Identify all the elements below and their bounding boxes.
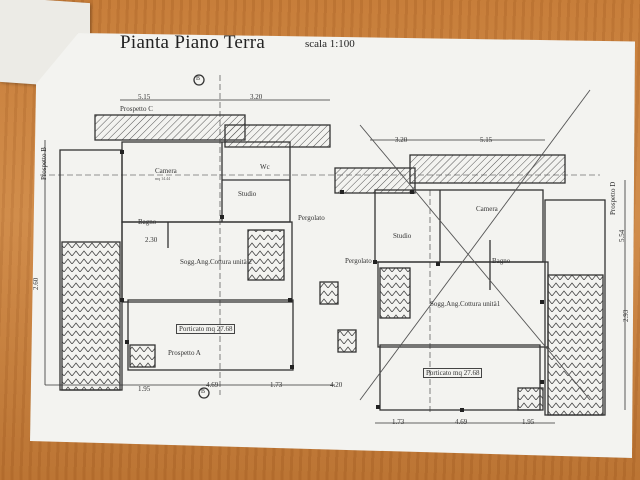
right-room-bath: Bagno xyxy=(492,257,511,265)
right-roof-hatch-2 xyxy=(409,154,566,184)
right-stair xyxy=(379,267,411,319)
left-room-study: Studio xyxy=(238,190,257,198)
left-dim-bot-c: 1.73 xyxy=(270,381,283,389)
left-roof-hatch-2 xyxy=(224,124,331,148)
left-room-porch: Porticato mq 27.68 xyxy=(176,324,236,334)
left-room-bedroom-area: mq 14.44 xyxy=(155,176,171,181)
left-dim-side-b: 2.60 xyxy=(32,277,40,290)
column-markers xyxy=(120,150,544,412)
section-marker-bottom xyxy=(198,387,210,399)
left-porch xyxy=(127,299,294,371)
right-room-pergola: Pergolato xyxy=(345,257,372,265)
right-room-bedroom: Camera xyxy=(476,205,498,213)
sheet-scale: scala 1:100 xyxy=(305,38,355,50)
right-dim-bot-b: 4.69 xyxy=(455,418,468,426)
left-dim-bot-b: 4.69 xyxy=(206,381,219,389)
elevation-a-label: Prospetto A xyxy=(168,349,201,357)
elevation-d-label: Prospetto D xyxy=(609,181,617,215)
right-side-step xyxy=(337,329,357,353)
right-entry-step xyxy=(517,387,544,411)
elevation-c-label: Prospetto C xyxy=(120,105,153,113)
left-stair xyxy=(247,229,285,281)
section-marker-top-label: B xyxy=(196,76,201,82)
right-room-study: Studio xyxy=(393,232,412,240)
elevation-b-label: Prospetto B xyxy=(40,147,48,180)
right-dim-side-b: 2.93 xyxy=(622,309,630,322)
floor-plan-sheet xyxy=(30,33,635,458)
right-dim-bot-c: 1.95 xyxy=(522,418,535,426)
left-room-bath: Bagno xyxy=(138,218,157,226)
right-dim-top-a: 3.20 xyxy=(395,136,408,144)
left-roof-hatch xyxy=(94,114,246,141)
right-room-living: Sogg.Ang.Cottura unità1 xyxy=(430,300,501,308)
left-dim-side-a: 2.30 xyxy=(145,236,158,244)
left-dim-bot-a: 1.95 xyxy=(138,385,151,393)
left-room-living: Sogg.Ang.Cottura unità 2 xyxy=(180,258,252,266)
left-side-step xyxy=(319,281,339,305)
left-room-pergola: Pergolato xyxy=(298,214,325,222)
left-unit xyxy=(40,74,600,399)
right-dim-side-a: 5.54 xyxy=(618,229,626,242)
right-dim-bot-a: 1.73 xyxy=(392,418,405,426)
right-ramp xyxy=(547,274,604,416)
right-room-porch: Porticato mq 27.68 xyxy=(423,368,483,378)
pencil-cross xyxy=(359,89,591,401)
left-dim-bot-d: 4.20 xyxy=(330,381,343,389)
right-roof-hatch xyxy=(334,167,416,194)
right-bedroom-block xyxy=(374,189,544,263)
right-unit xyxy=(334,139,626,424)
left-room-bedroom: Camera xyxy=(155,167,177,175)
left-dim-top-b: 3.20 xyxy=(250,93,263,101)
right-dim-top-b: 5.15 xyxy=(480,136,493,144)
left-ramp xyxy=(61,241,121,391)
left-dim-top-a: 5.15 xyxy=(138,93,151,101)
sheet-title: Pianta Piano Terra xyxy=(120,32,266,53)
section-marker-bottom-label: B xyxy=(201,389,206,395)
left-bedroom-block xyxy=(121,141,291,223)
left-room-wc: Wc xyxy=(260,163,270,171)
left-entry-step xyxy=(129,344,156,368)
section-marker-top xyxy=(193,74,205,86)
